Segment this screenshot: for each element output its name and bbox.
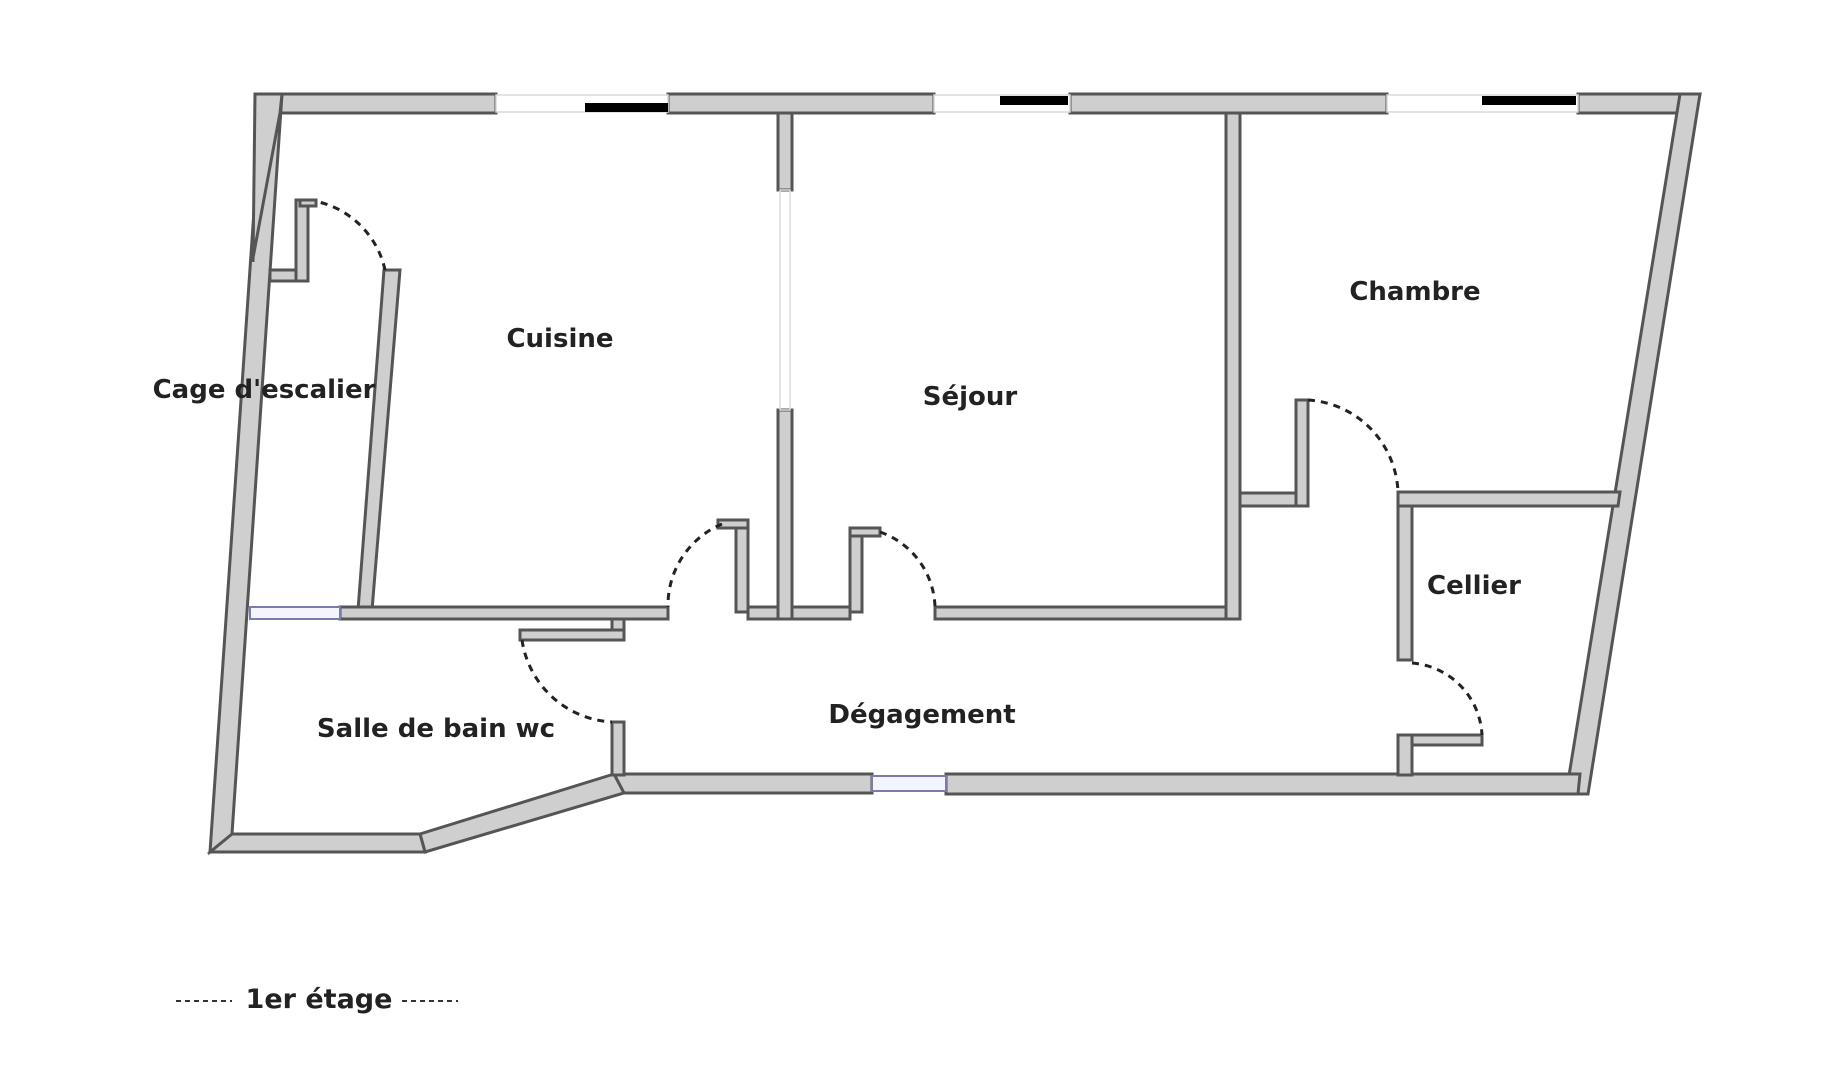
stair-wall xyxy=(356,268,402,612)
room-label-cellier: Cellier xyxy=(1427,571,1521,601)
room-label-cage-escalier: Cage d'escalier xyxy=(153,375,376,405)
bathroom-wall xyxy=(610,617,626,632)
top-wall-segment xyxy=(258,92,498,115)
bottom-wall-segment xyxy=(944,772,1582,796)
door-swing xyxy=(1411,661,1484,736)
door-swing xyxy=(1307,398,1400,493)
small-window xyxy=(871,775,947,792)
left-wall xyxy=(208,92,284,856)
bottom-wall-segment xyxy=(418,772,627,854)
room-label-salle-de-bain: Salle de bain wc xyxy=(317,714,555,744)
door-swing xyxy=(307,198,388,276)
storage-left-wall xyxy=(1396,504,1414,662)
small-windows xyxy=(249,606,947,792)
floor-caption: 1er étage xyxy=(176,984,458,1015)
top-wall-segment xyxy=(666,92,936,115)
bottom-wall-segment xyxy=(206,832,427,854)
opening xyxy=(779,189,791,411)
kitchen-living-wall xyxy=(776,111,794,192)
floor-label: 1er étage xyxy=(246,984,393,1015)
window-sash xyxy=(1482,96,1576,105)
exterior-walls xyxy=(206,92,1702,856)
top-wall-segment xyxy=(1068,92,1389,115)
room-label-cuisine: Cuisine xyxy=(506,324,613,354)
door-leaf xyxy=(734,518,750,614)
bedroom-bottom-wall xyxy=(1396,490,1622,508)
interior-walls xyxy=(268,111,1622,777)
room-label-degagement: Dégagement xyxy=(828,700,1015,730)
door-leaf xyxy=(518,628,626,642)
bottom-wall-segment xyxy=(612,772,874,795)
living-bottom-wall xyxy=(790,605,852,621)
door-leaf xyxy=(1294,398,1310,508)
left-wall-jog xyxy=(251,92,284,263)
doors xyxy=(294,198,1484,747)
door-swing xyxy=(879,530,937,608)
living-bedroom-wall xyxy=(1224,111,1242,621)
living-bottom-wall xyxy=(933,605,1240,621)
window-sash xyxy=(1000,96,1068,105)
door-leaf xyxy=(298,198,318,208)
door-leaf xyxy=(294,198,310,283)
window-sash xyxy=(585,103,668,112)
door-swing xyxy=(666,522,723,608)
kitchen-living-wall xyxy=(776,408,794,621)
room-label-sejour: Séjour xyxy=(923,382,1018,412)
door-leaf xyxy=(848,526,882,538)
storage-left-wall xyxy=(1396,733,1414,777)
door-leaf xyxy=(1410,733,1484,747)
bathroom-wall xyxy=(610,720,626,777)
right-wall xyxy=(1564,92,1702,796)
door-swing xyxy=(520,639,613,724)
door-leaf xyxy=(848,526,864,614)
small-window xyxy=(249,606,341,620)
top-windows xyxy=(495,94,1579,113)
kitchen-bottom-wall xyxy=(338,605,670,621)
room-label-chambre: Chambre xyxy=(1349,277,1480,307)
door-leaf xyxy=(716,518,750,530)
